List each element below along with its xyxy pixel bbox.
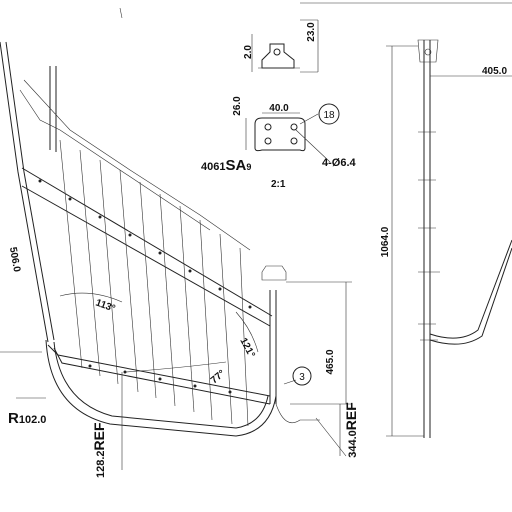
side-height-label: 1064.0 [380, 226, 391, 257]
side-width-label: 405.0 [482, 66, 507, 77]
sheet-border [119, 2, 512, 19]
main-view-dimensions [0, 281, 352, 470]
material-label: 4061SA9 [201, 157, 251, 174]
angle-77-label: 77° [209, 368, 228, 386]
balloon-18 [318, 103, 340, 125]
frame-front-view [0, 41, 320, 437]
length-506-label: 506.0 [7, 246, 22, 273]
radius-symbol: R [8, 410, 19, 427]
plate-detail [245, 112, 331, 163]
plate-width-label: 40.0 [269, 103, 289, 114]
bracket-side-view [251, 19, 319, 73]
bracket-total-height-label: 23.0 [306, 22, 317, 42]
balloon-3-label: 3 [299, 372, 305, 383]
scale-label: 2:1 [271, 179, 286, 190]
material-sub: 9 [246, 162, 251, 172]
radius-value: 102.0 [19, 414, 47, 426]
ref-length-label: 128.2REF [91, 422, 107, 478]
bracket-height-label: 2.0 [243, 45, 254, 59]
angle-113-label: 113° [94, 297, 117, 314]
balloon-3 [292, 366, 312, 386]
radius-label: R102.0 [8, 410, 46, 427]
hole-spec-label: 4-Ø6.4 [322, 157, 357, 169]
plate-height-label: 26.0 [232, 96, 243, 116]
ref-344-label: 344.0REF [343, 402, 359, 458]
material-prefix: 4061 [201, 161, 225, 173]
balloon-18-label: 18 [323, 110, 335, 121]
height-465-label: 465.0 [325, 349, 336, 374]
frame-side-view [417, 39, 512, 438]
material-suffix: SA [225, 157, 246, 174]
side-view-dimensions [386, 45, 512, 437]
